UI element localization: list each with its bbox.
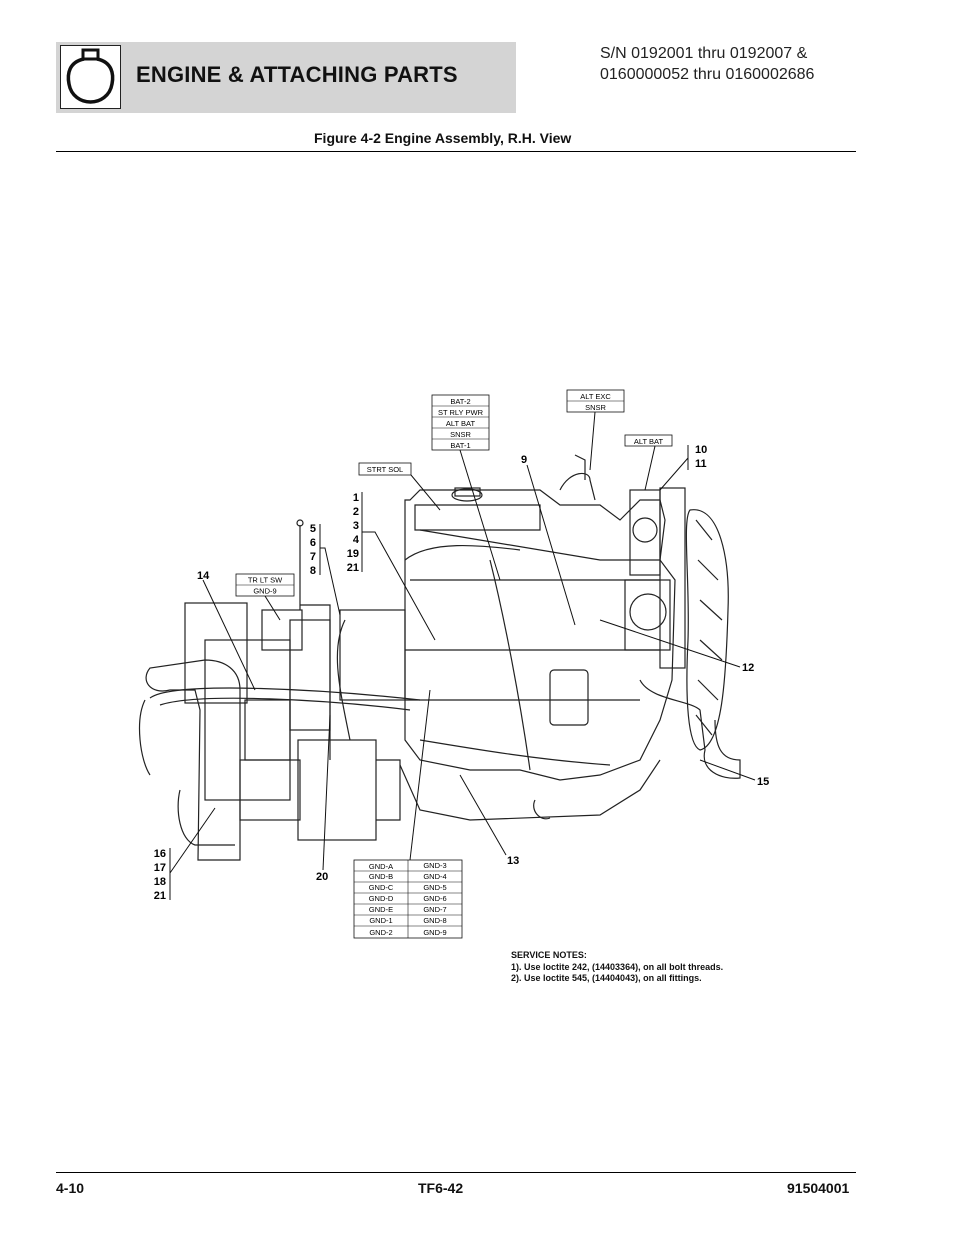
page-number: 4-10 — [56, 1180, 85, 1196]
engine-oil-icon — [60, 45, 121, 109]
serial-line-2: 0160000052 thru 0160002686 — [600, 66, 815, 83]
wire-label-snsr: SNSR — [450, 430, 471, 439]
svg-text:GND-9: GND-9 — [423, 928, 446, 937]
svg-text:GND-2: GND-2 — [369, 928, 392, 937]
svg-text:1: 1 — [353, 492, 359, 504]
svg-text:GND-E: GND-E — [369, 905, 393, 914]
svg-text:GND-8: GND-8 — [423, 916, 446, 925]
svg-text:7: 7 — [310, 551, 316, 563]
svg-text:21: 21 — [347, 562, 359, 574]
svg-text:GND-3: GND-3 — [423, 861, 446, 870]
wire-label-alt-bat: ALT BAT — [446, 419, 476, 428]
wire-label-alt-exc: ALT EXC — [580, 392, 611, 401]
callout-9: 9 — [521, 454, 527, 466]
wire-label-st-rly-pwr: ST RLY PWR — [438, 408, 484, 417]
wire-label-tr-lt-sw: TR LT SW — [248, 576, 283, 585]
bat-wire-label-block: BAT-2 ST RLY PWR ALT BAT SNSR BAT-1 — [431, 394, 490, 451]
ground-wire-label-table: GND-A GND-B GND-C GND-D GND-E GND-1 GND-… — [353, 859, 463, 939]
wire-label-bat-1: BAT-1 — [450, 441, 470, 450]
service-notes-heading: SERVICE NOTES: — [511, 950, 587, 960]
svg-text:11: 11 — [695, 458, 707, 470]
svg-text:10: 10 — [695, 444, 707, 456]
document-number: 91504001 — [787, 1180, 850, 1196]
svg-text:GND-C: GND-C — [369, 883, 394, 892]
callout-15: 15 — [757, 776, 769, 788]
svg-text:3: 3 — [353, 520, 359, 532]
svg-text:17: 17 — [154, 862, 166, 874]
callout-16-21: 16 17 18 21 — [154, 848, 166, 902]
section-title: ENGINE & ATTACHING PARTS — [136, 62, 458, 87]
callout-1-21: 1 2 3 4 19 21 — [347, 492, 360, 574]
svg-text:GND-B: GND-B — [369, 872, 393, 881]
svg-text:21: 21 — [154, 890, 166, 902]
header-banner — [56, 42, 516, 113]
alt-wire-label-block: ALT EXC SNSR — [566, 389, 625, 413]
alt-bat-label: ALT BAT — [624, 434, 673, 447]
svg-text:GND-6: GND-6 — [423, 894, 446, 903]
callout-10-11: 10 11 — [695, 444, 707, 470]
service-note-2: 2). Use loctite 545, (14404043), on all … — [511, 973, 702, 983]
figure-title: Figure 4-2 Engine Assembly, R.H. View — [314, 130, 572, 146]
svg-text:STRT SOL: STRT SOL — [367, 465, 403, 474]
svg-text:ALT BAT: ALT BAT — [634, 437, 664, 446]
callout-5-8: 5 6 7 8 — [310, 523, 316, 577]
wire-label-bat-2: BAT-2 — [450, 397, 470, 406]
svg-text:18: 18 — [154, 876, 166, 888]
callout-12: 12 — [742, 662, 754, 674]
serial-range: S/N 0192001 thru 0192007 & 0160000052 th… — [600, 43, 900, 85]
svg-text:8: 8 — [310, 565, 316, 577]
svg-text:GND-1: GND-1 — [369, 916, 392, 925]
header-divider — [56, 151, 856, 152]
svg-text:2: 2 — [353, 506, 359, 518]
svg-text:GND-4: GND-4 — [423, 872, 446, 881]
svg-text:GND-A: GND-A — [369, 862, 393, 871]
callout-20: 20 — [316, 871, 328, 883]
svg-text:GND-5: GND-5 — [423, 883, 446, 892]
svg-text:5: 5 — [310, 523, 316, 535]
wire-label-gnd-9: GND-9 — [253, 587, 276, 596]
strt-sol-label: STRT SOL — [358, 462, 412, 476]
svg-text:6: 6 — [310, 537, 316, 549]
tr-lt-sw-label-block: TR LT SW GND-9 — [235, 573, 295, 597]
serial-line-1: S/N 0192001 thru 0192007 & — [600, 45, 808, 62]
svg-text:GND-7: GND-7 — [423, 905, 446, 914]
svg-text:19: 19 — [347, 548, 359, 560]
service-notes: SERVICE NOTES: 1). Use loctite 242, (144… — [511, 950, 723, 985]
model-number: TF6-42 — [418, 1180, 464, 1196]
service-note-1: 1). Use loctite 242, (14403364), on all … — [511, 961, 724, 972]
svg-text:4: 4 — [353, 534, 360, 546]
footer-divider — [56, 1172, 856, 1173]
callout-13: 13 — [507, 855, 519, 867]
callout-14: 14 — [197, 570, 210, 582]
svg-text:16: 16 — [154, 848, 166, 860]
svg-text:GND-D: GND-D — [369, 894, 394, 903]
wire-label-alt-snsr: SNSR — [585, 403, 606, 412]
